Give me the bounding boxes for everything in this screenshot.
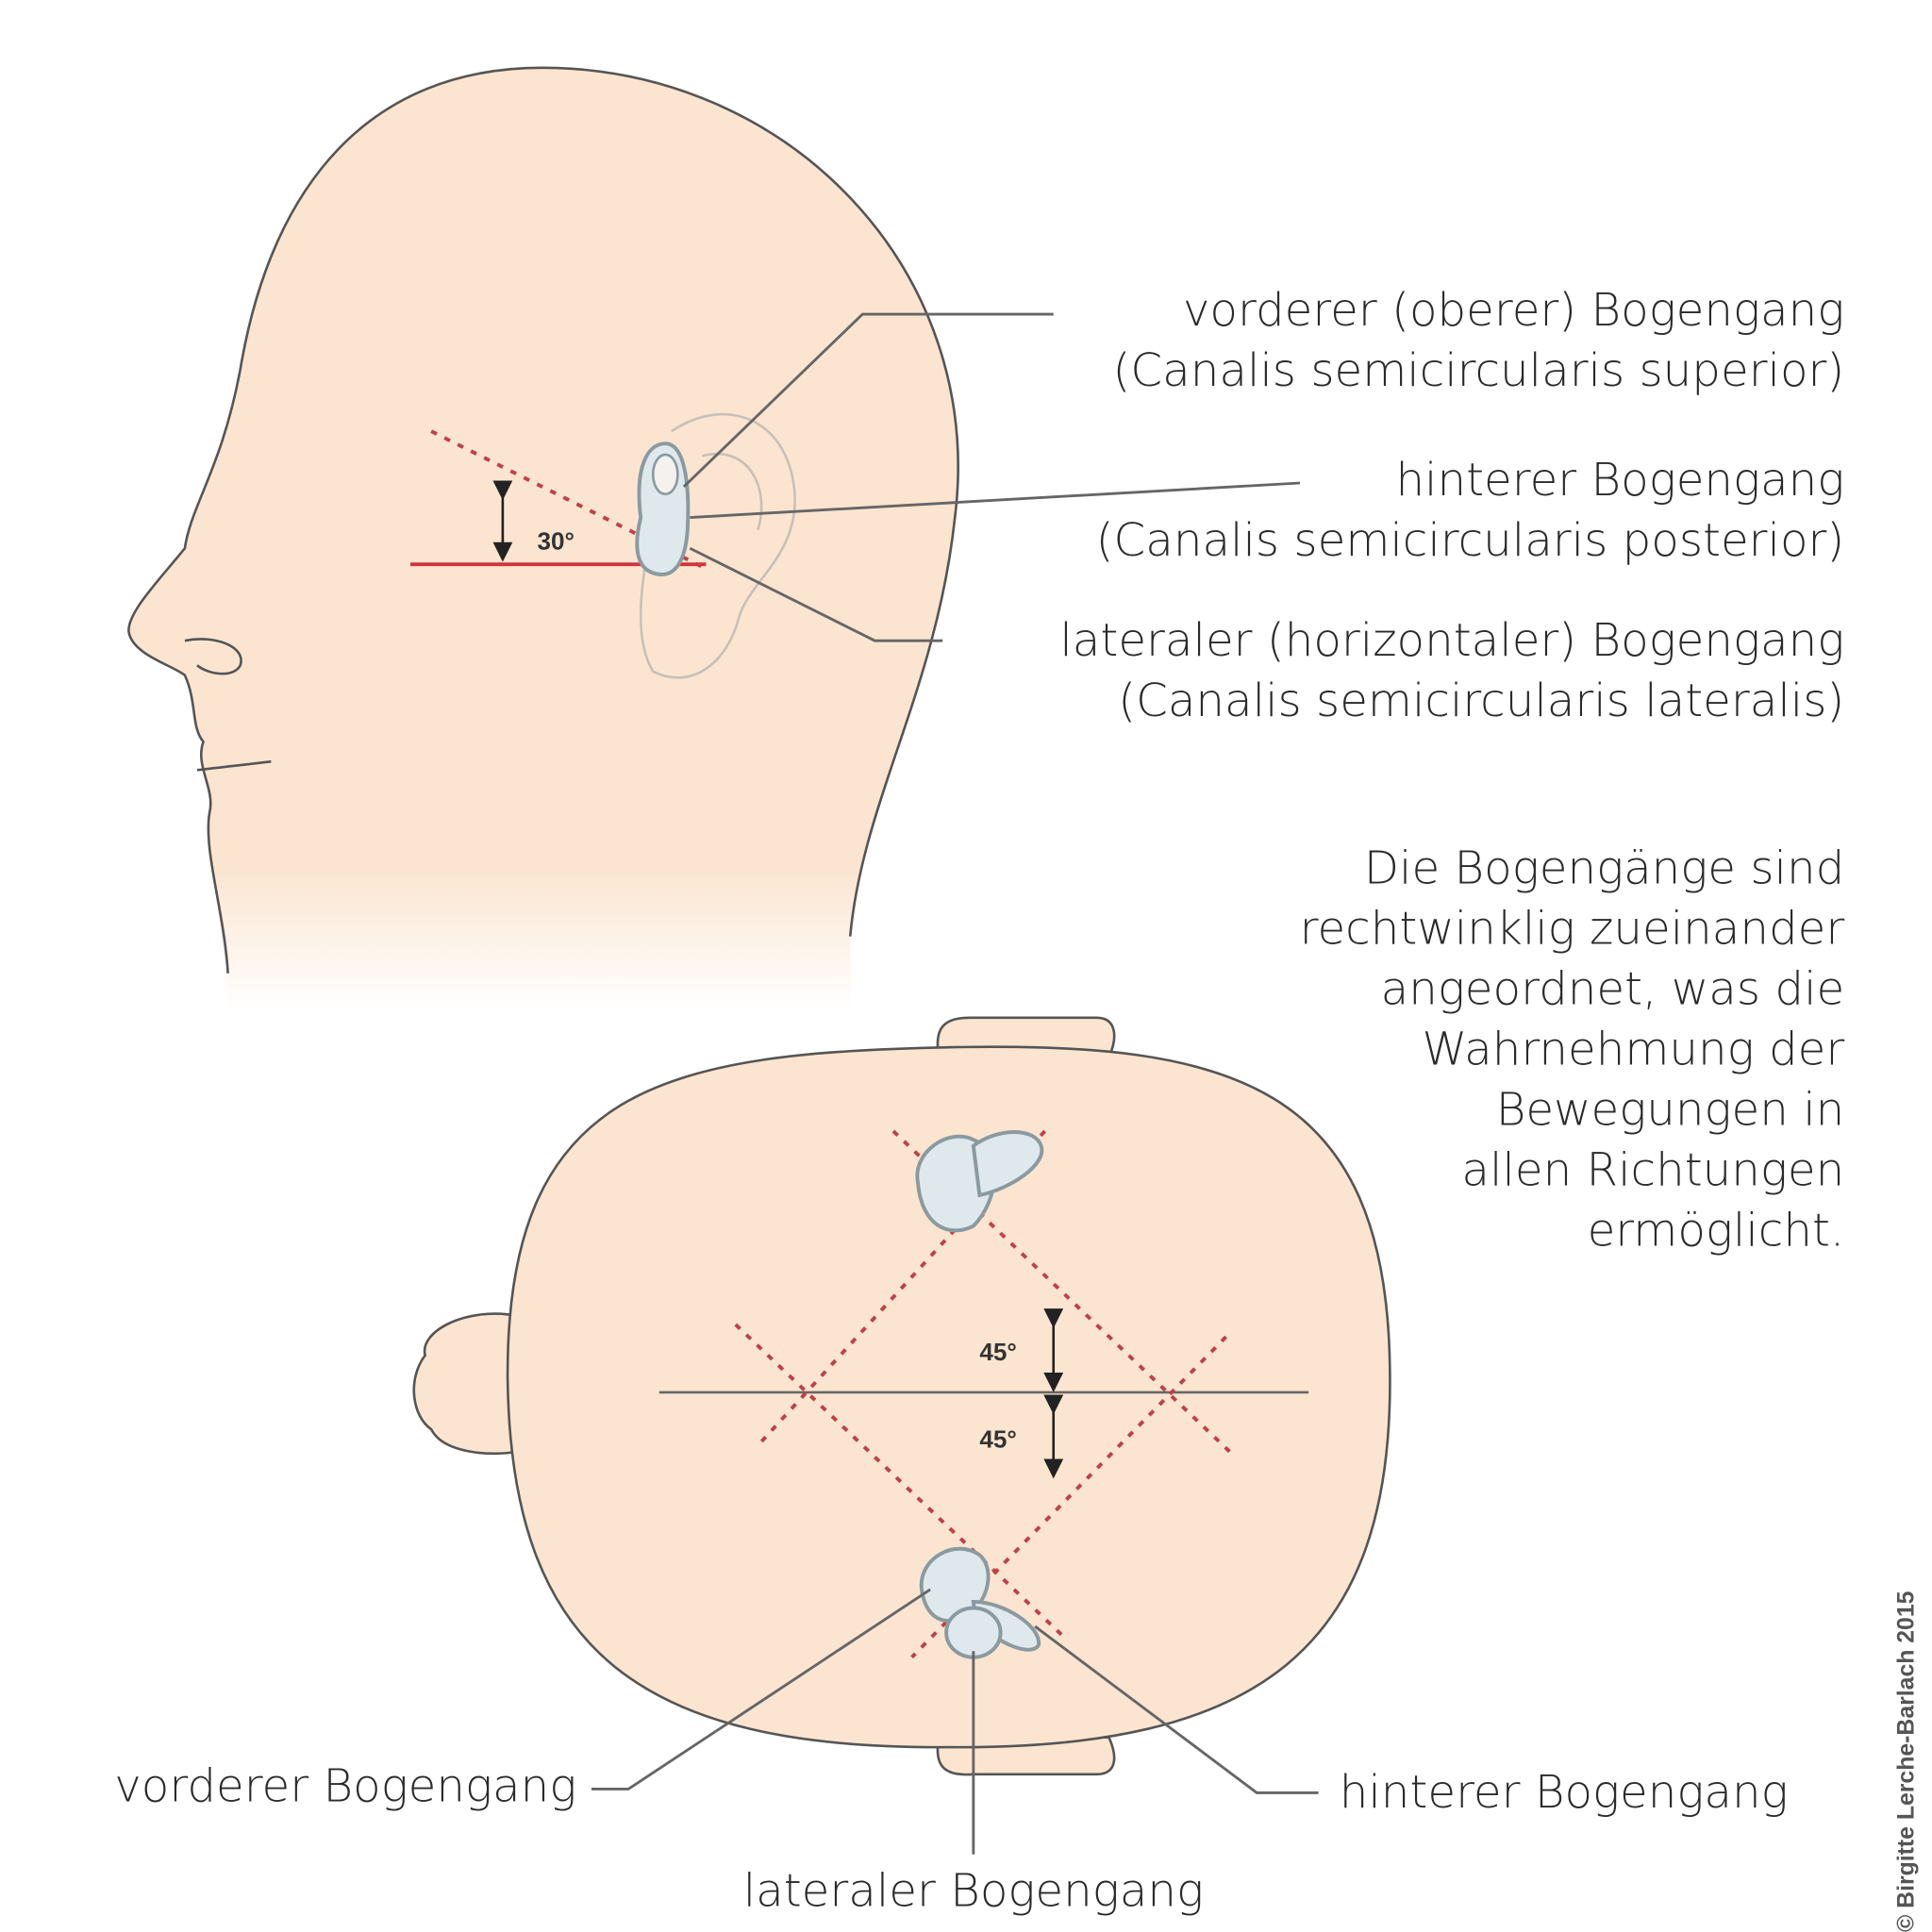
leader-anterior [591, 1588, 931, 1790]
top-canals-lower [919, 1546, 1041, 1659]
leader-posterior [690, 481, 1301, 520]
leader-superior [682, 312, 1054, 488]
description-line: Die Bogengänge sind [1364, 841, 1844, 894]
description-line: rechtwinklig zueinander [1300, 902, 1845, 955]
description-line: allen Richtungen [1461, 1143, 1844, 1196]
canal-plane-line [759, 1129, 1047, 1443]
top-canals-upper [915, 1130, 1044, 1233]
ear [639, 412, 796, 679]
description-line: Wahrnehmung der [1422, 1023, 1844, 1075]
nostril [184, 638, 242, 675]
leader-lateral [689, 546, 943, 642]
top-head [412, 1016, 1391, 1776]
side-canals [635, 441, 691, 576]
label-posterior-2: (Canalis semicircularis posterior) [1096, 514, 1845, 567]
angle-label-45-lower: 45° [979, 1425, 1016, 1454]
label-anterior: vorderer Bogengang [114, 1760, 576, 1813]
label-posterior: hinterer Bogengang [1340, 1766, 1789, 1819]
description-line: ermöglicht. [1588, 1204, 1845, 1257]
angle-label-45-upper: 45° [979, 1338, 1016, 1366]
nose-top [412, 1312, 519, 1456]
label-superior-1: vorderer (oberer) Bogengang [1183, 284, 1844, 337]
label-lateral: lateraler Bogengang [743, 1865, 1204, 1918]
canal-plane-line [734, 1323, 1068, 1641]
leader-posterior-top [1034, 1624, 1319, 1794]
copyright: © Birgitte Lerche-Barlach 2015 [1893, 1591, 1919, 1932]
description-line: angeordnet, was die [1381, 962, 1845, 1015]
angle-label-30: 30° [537, 527, 574, 556]
description-line: Bewegungen in [1496, 1083, 1845, 1136]
label-superior-2: (Canalis semicircularis superior) [1113, 344, 1845, 397]
label-lateral-2: (Canalis semicircularis lateralis) [1118, 675, 1844, 727]
label-posterior-1: hinterer Bogengang [1395, 454, 1844, 507]
side-head [127, 66, 959, 1011]
label-lateral-1: lateraler (horizontaler) Bogengang [1059, 614, 1844, 667]
mouth [196, 759, 272, 772]
